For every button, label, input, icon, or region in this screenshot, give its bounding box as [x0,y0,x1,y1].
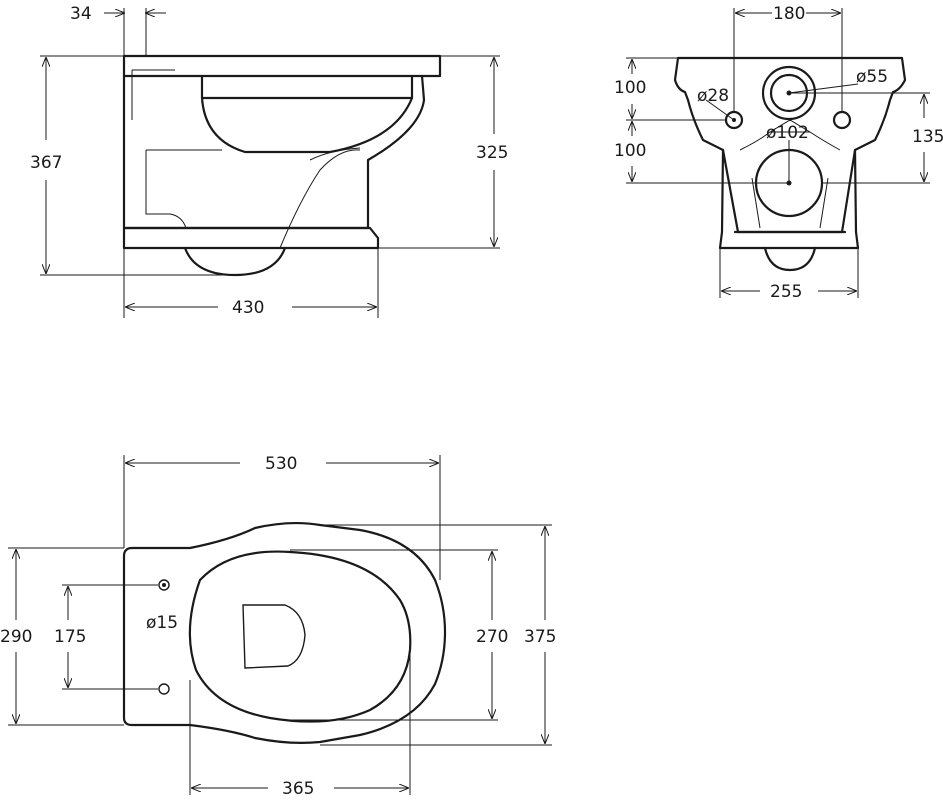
rear-outlet-tail [763,246,817,272]
dim-255-label: 255 [770,282,802,302]
dia-28-label: ø28 [697,86,729,106]
dim-270-label: 270 [476,627,508,647]
rear-inner-face [739,119,841,229]
top-hole-upper [158,579,170,591]
dia-102-label: ø102 [766,123,809,143]
side-plinth [122,226,380,250]
side-body [122,74,426,230]
side-seat-recess [200,74,414,100]
dim-100-lower-label: 100 [614,141,646,161]
side-rim [122,54,442,78]
dim-290-label: 290 [0,627,32,647]
side-trap [183,246,287,277]
dim-100-upper-label: 100 [614,78,646,98]
rear-fixing-hole-right [832,110,852,130]
dim-135-label: 135 [912,127,943,147]
dim-365-label: 365 [282,779,314,799]
side-inlet-line [131,69,361,229]
dim-375-label: 375 [524,627,556,647]
dim-180-label: 180 [773,4,805,24]
dia-55-label: ø55 [856,67,888,87]
rear-view: 180 100 100 135 255 ø28 ø55 ø102 [614,4,943,302]
top-outlet [242,604,306,669]
dia-15-label: ø15 [146,613,178,633]
dim-325-label: 325 [476,143,508,163]
dim-430-label: 430 [232,298,264,318]
side-view: 34 367 325 430 [30,4,508,318]
side-bowl [200,96,414,154]
dim-175-label: 175 [54,627,86,647]
dim-367-label: 367 [30,153,62,173]
top-view: ø15 530 290 175 270 375 [0,454,556,799]
top-outline [122,522,447,744]
top-hole-lower [158,683,170,695]
top-seat [188,550,412,723]
side-outlet-line [279,149,361,249]
dim-34-label: 34 [70,4,92,24]
dim-530-label: 530 [265,454,297,474]
